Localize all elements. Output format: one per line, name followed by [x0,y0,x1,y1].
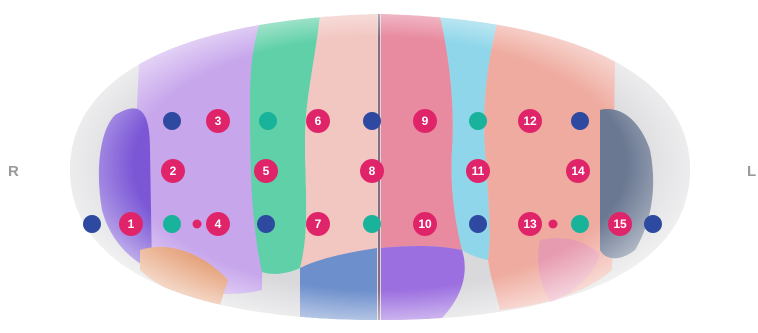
electrode-label: 9 [422,114,429,128]
electrode-label: 11 [472,164,485,178]
electrode-8: 8 [360,159,384,183]
electrode-circle [413,212,437,236]
electrode-label: 3 [215,114,222,128]
electrode-label: 15 [613,217,627,231]
electrode-label: 5 [263,164,270,178]
electrode-4: 4 [206,212,230,236]
electrode-circle [206,109,230,133]
electrode-circle [360,159,384,183]
electrode-label: 12 [523,114,537,128]
electrode-label: 10 [418,217,432,231]
electrode-circle [306,109,330,133]
electrode-label: 8 [369,164,376,178]
electrode-circle [161,159,185,183]
electrode-circle [608,212,632,236]
electrode-circle [413,109,437,133]
navy-marker [163,112,181,130]
navy-marker [257,215,275,233]
electrode-label: 14 [571,164,585,178]
teal-marker [163,215,181,233]
right-hemisphere-label: R [8,163,19,180]
electrode-6: 6 [306,109,330,133]
electrode-label: 13 [523,217,537,231]
electrode-15: 15 [608,212,632,236]
electrode-13: 13 [518,212,542,236]
navy-marker [644,215,662,233]
electrode-2: 2 [161,159,185,183]
electrode-label: 1 [128,217,135,231]
electrode-circle [518,212,542,236]
electrode-7: 7 [306,212,330,236]
electrode-11: 11 [466,159,490,183]
navy-marker [83,215,101,233]
small-marker [192,219,202,229]
electrode-12: 12 [518,109,542,133]
electrode-circle [254,159,278,183]
electrode-14: 14 [566,159,590,183]
electrode-3: 3 [206,109,230,133]
left-hemisphere-label: L [747,163,757,180]
teal-marker [259,112,277,130]
teal-marker [571,215,589,233]
electrode-circle [566,159,590,183]
electrode-circle [466,159,490,183]
navy-marker [363,112,381,130]
marker-layer [83,112,662,233]
electrode-label: 4 [215,217,222,231]
electrode-1: 1 [119,212,143,236]
electrode-circle [518,109,542,133]
electrode-label: 2 [170,164,177,178]
small-marker [548,219,558,229]
teal-marker [363,215,381,233]
electrode-circle [119,212,143,236]
navy-marker [571,112,589,130]
electrode-circle [306,212,330,236]
electrode-5: 5 [254,159,278,183]
electrode-circle [206,212,230,236]
electrode-label: 6 [315,114,322,128]
navy-marker [469,215,487,233]
electrode-9: 9 [413,109,437,133]
electrode-label: 7 [315,217,322,231]
electrode-10: 10 [413,212,437,236]
teal-marker [469,112,487,130]
